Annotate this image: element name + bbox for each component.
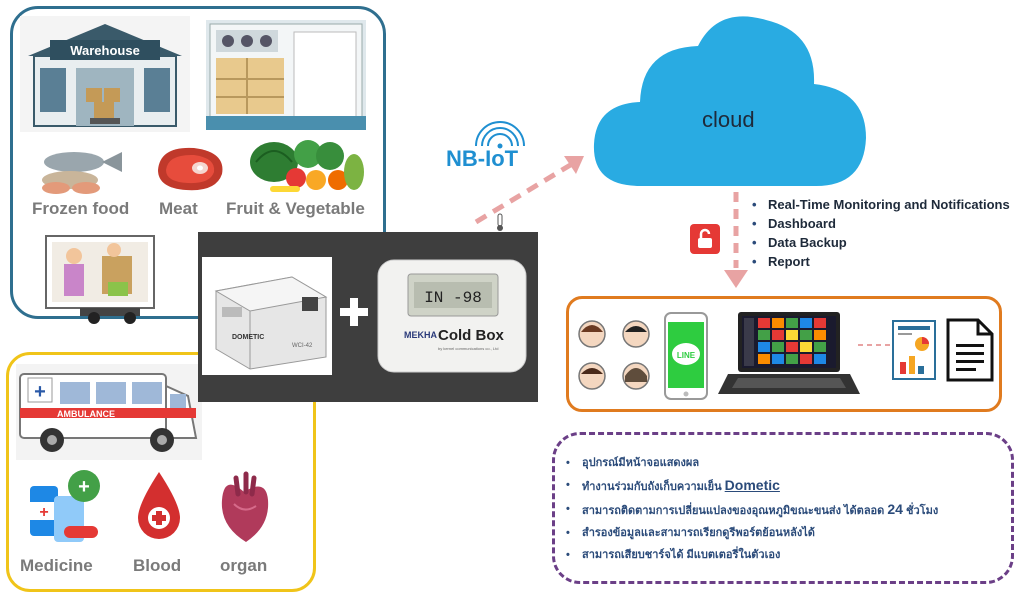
mekha-logo: MEKHA bbox=[404, 330, 437, 340]
client-apps-panel bbox=[566, 296, 1002, 412]
cold-box-name: Cold Box bbox=[438, 327, 504, 344]
feature-dashboard: Dashboard bbox=[752, 214, 1010, 233]
blood-label: Blood bbox=[133, 556, 182, 575]
nbiot-label: NB-IoT bbox=[446, 146, 519, 171]
fruit-vegetable-label: Fruit & Vegetable bbox=[226, 199, 365, 218]
thai-feature-battery: สามารถเสียบชาร์จได้ มีแบตเตอรี่ในตัวเอง bbox=[566, 544, 1006, 566]
organ-label: organ bbox=[220, 556, 268, 575]
thai-feature-list: อุปกรณ์มีหน้าจอแสดงผล ทำงานร่วมกับถังเก็… bbox=[566, 452, 1006, 566]
cloud-shape bbox=[593, 16, 866, 186]
thai-feature-display: อุปกรณ์มีหน้าจอแสดงผล bbox=[566, 452, 1006, 474]
thai-feature-dometic: ทำงานร่วมกับถังเก็บความเย็น Dometic bbox=[566, 474, 1006, 498]
cold-box-device: IN -98 MEKHA Cold Box by kernel communic… bbox=[374, 256, 530, 376]
dometic-highlight: Dometic bbox=[724, 477, 780, 493]
svg-text:+: + bbox=[78, 476, 90, 498]
lcd-reading: IN -98 bbox=[424, 289, 482, 307]
thai-feature-tracking: สามารถติดตามการเปลี่ยนแปลงของอุณหภูมิขณะ… bbox=[566, 498, 1006, 522]
features-notes-panel bbox=[552, 432, 1014, 584]
cooler-model: WCI-42 bbox=[292, 343, 313, 349]
medicine-label: Medicine bbox=[20, 556, 93, 575]
laptop-dashboard-icon bbox=[718, 312, 860, 394]
medical-logistics-panel bbox=[6, 352, 316, 592]
signal-waves-icon bbox=[475, 121, 525, 149]
thermometer-icon bbox=[497, 213, 503, 231]
cloud-feature-list: Real-Time Monitoring and Notifications D… bbox=[752, 195, 1010, 271]
dometic-cooler-illustration: DOMETIC WCI-42 bbox=[202, 257, 332, 375]
line-app-label: LINE bbox=[677, 351, 696, 360]
feature-report: Report bbox=[752, 252, 1010, 271]
cloud-label: cloud bbox=[702, 107, 755, 132]
smartphone-icon: LINE bbox=[664, 312, 708, 400]
blood-drop-icon bbox=[138, 472, 180, 539]
meat-icon bbox=[158, 147, 223, 191]
cold-storage-illustration bbox=[206, 20, 366, 130]
hours-highlight: 24 bbox=[887, 501, 903, 517]
report-chart-icon bbox=[892, 320, 936, 380]
ambulance-illustration: + AMBULANCE bbox=[16, 364, 202, 460]
feature-realtime: Real-Time Monitoring and Notifications bbox=[752, 195, 1010, 214]
lock-icon bbox=[690, 224, 720, 254]
warehouse-sign: Warehouse bbox=[70, 43, 140, 58]
ambulance-sign: AMBULANCE bbox=[57, 409, 115, 419]
frozen-food-label: Frozen food bbox=[32, 199, 130, 218]
cooler-brand: DOMETIC bbox=[232, 334, 264, 341]
plus-icon bbox=[340, 298, 368, 326]
delivery-truck-illustration bbox=[45, 235, 155, 324]
document-icon bbox=[946, 318, 994, 382]
connector-dashes bbox=[858, 344, 894, 346]
medicine-icon: + + bbox=[30, 470, 100, 542]
feature-backup: Data Backup bbox=[752, 233, 1010, 252]
fruit-vegetable-icon bbox=[250, 140, 364, 192]
heart-organ-icon bbox=[221, 471, 269, 542]
fish-icon bbox=[42, 152, 122, 194]
svg-text:+: + bbox=[34, 381, 46, 403]
cold-box-sub: by kernel communications co., Ltd bbox=[438, 346, 498, 351]
downlink-arrow bbox=[724, 192, 748, 288]
svg-text:+: + bbox=[39, 504, 48, 521]
meat-label: Meat bbox=[159, 199, 198, 218]
uplink-arrow bbox=[474, 156, 584, 225]
warehouse-illustration: Warehouse bbox=[20, 16, 190, 132]
user-avatars bbox=[578, 320, 650, 390]
thai-feature-backup: สำรองข้อมูลและสามารถเรียกดูรีพอร์ตย้อนหล… bbox=[566, 522, 1006, 544]
